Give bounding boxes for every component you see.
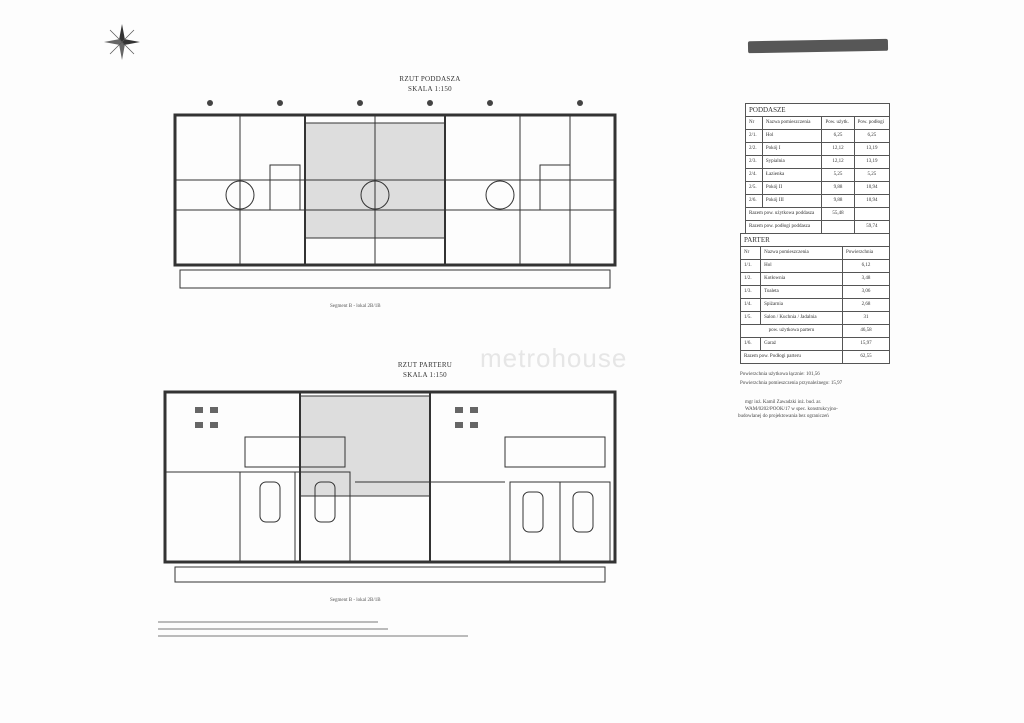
- footnote: [158, 635, 468, 637]
- table-title: PODDASZE: [745, 103, 890, 117]
- redacted-text: [747, 38, 889, 54]
- attic-floor-plan: [173, 100, 617, 289]
- ground-plan-title: RZUT PARTERU: [397, 361, 453, 369]
- footnote: [158, 628, 388, 630]
- ground-plan-scale: SKALA 1:150: [403, 371, 447, 379]
- stamp-line: budowlanej do projektowania bez ogranicz…: [738, 414, 829, 419]
- ground-plan-caption: Segment B - lokal 2B/1B: [330, 598, 381, 603]
- ground-floor-plan: [163, 390, 617, 583]
- auxiliary-area: Powierzchnia pomieszczenia przynależnego…: [740, 381, 843, 386]
- footnote: [158, 621, 378, 623]
- attic-plan-scale: SKALA 1:150: [408, 85, 452, 93]
- watermark: metrohouse: [480, 343, 628, 373]
- table-title: PARTER: [740, 233, 890, 247]
- compass-rose-icon: [104, 24, 140, 60]
- stamp-line: WAM/0202/POOK/17 w spec. konstrukcyjno-: [745, 407, 838, 412]
- attic-plan-caption: Segment B - lokal 2B/1B: [330, 304, 381, 309]
- stamp-line: mgr inż. Kamil Zawadzki inż. bud. ar.: [745, 400, 822, 405]
- usable-area-total: Powierzchnia użytkowa łącznie: 101,56: [740, 372, 820, 377]
- attic-plan-title: RZUT PODDASZA: [399, 75, 461, 83]
